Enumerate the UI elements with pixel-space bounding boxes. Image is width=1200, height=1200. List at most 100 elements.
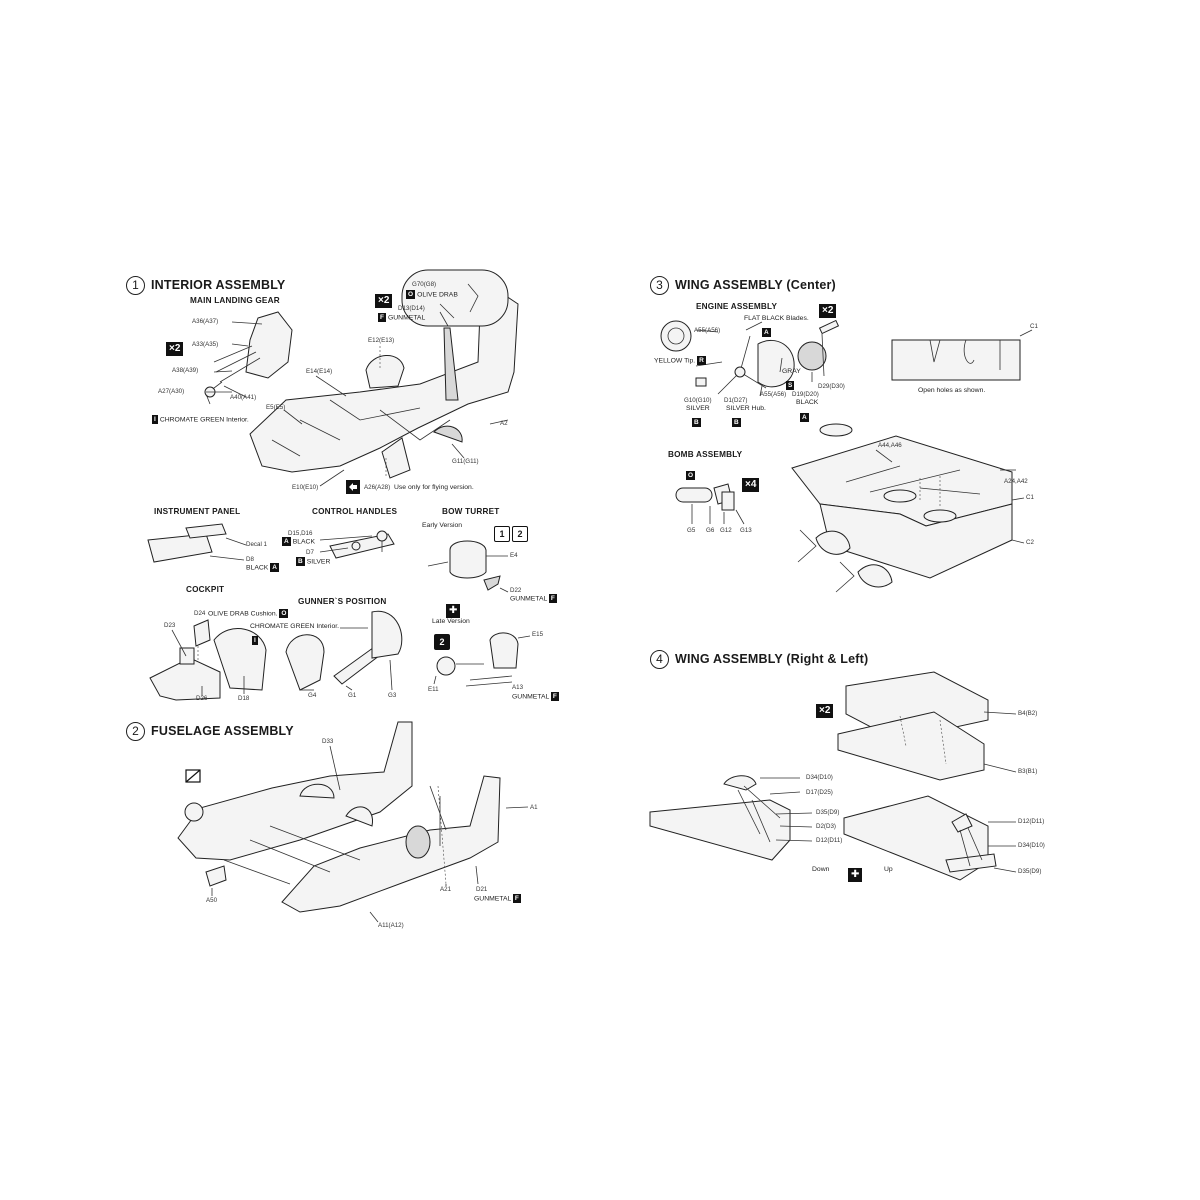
control-handles-label: CONTROL HANDLES — [312, 507, 398, 516]
part-label: A24,A42 — [1004, 478, 1028, 485]
part-label: G11(G11) — [452, 458, 479, 465]
part-label: A33(A35) — [192, 341, 219, 348]
part-label: D12(D11) — [816, 837, 843, 844]
step-3-title: 3 WING ASSEMBLY (Center) — [650, 276, 836, 295]
part-label: G4 — [308, 692, 317, 699]
up-label: Up — [884, 866, 893, 873]
part-label: D26 — [196, 695, 208, 702]
fuselage-assembly-drawing — [177, 721, 529, 923]
part-label: D1(D27) — [724, 397, 748, 404]
part-label: A27(A30) — [158, 388, 185, 395]
part-label: C1 — [1026, 494, 1034, 501]
wing-panel-detail-drawing — [891, 329, 1033, 381]
yellow-tip-label: YELLOW Tip. R — [654, 356, 706, 365]
wing-quantity-badge: ×2 — [816, 700, 834, 718]
control-handles-drawing — [319, 530, 395, 559]
chromate-green-interior-label: CHROMATE GREEN Interior. — [250, 623, 340, 630]
turret-option-2-icon: 2 — [512, 524, 528, 542]
interior-quantity-badge: ×2 — [375, 290, 393, 308]
part-label: D34(D10) — [806, 774, 833, 781]
flat-black-blades-label: FLAT BLACK Blades. — [744, 315, 809, 322]
part-label: G70(G8) — [412, 281, 437, 288]
part-label: D18 — [238, 695, 250, 702]
part-label: D21 — [476, 886, 488, 893]
part-label: D22 — [510, 587, 522, 594]
down-label: Down — [812, 866, 830, 873]
part-label: D29(D30) — [818, 383, 845, 390]
part-label: D15,D16 — [288, 530, 313, 537]
step-2-title: 2 FUSELAGE ASSEMBLY — [126, 722, 294, 741]
black-paint-label: BLACK A — [246, 563, 279, 572]
olive-drab-callout-bubble — [401, 269, 509, 401]
landing-gear-quantity-badge: ×2 — [166, 338, 184, 356]
part-label: G12 — [720, 527, 732, 534]
part-label: G6 — [706, 527, 715, 534]
silver-badge: B — [692, 418, 701, 428]
part-label: G10(G10) — [684, 397, 712, 404]
glue-direction-icon: ✚ — [848, 864, 863, 882]
part-label: D19(D20) — [792, 391, 819, 398]
black-badge: A — [762, 328, 771, 338]
part-label: G5 — [687, 527, 696, 534]
center-wing-assembly-drawing — [791, 423, 1025, 593]
part-label: C2 — [1026, 539, 1034, 546]
part-label: D23 — [164, 622, 176, 629]
part-label: D13(D14) — [398, 305, 425, 312]
turret-option-1-icon: 1 — [494, 524, 510, 542]
part-label: C1 — [1030, 323, 1038, 330]
part-label: B4(B2) — [1018, 710, 1038, 717]
part-label: E10(E10) — [292, 484, 319, 491]
part-label: E5(E5) — [266, 404, 286, 411]
gunners-position-drawing — [285, 610, 403, 691]
instrument-panel-label: INSTRUMENT PANEL — [154, 507, 241, 516]
chromate-badge: I — [252, 636, 258, 646]
part-label: D35(D9) — [816, 809, 840, 816]
part-label: A1 — [530, 804, 538, 811]
silver-hub-label: SILVER Hub. — [726, 405, 766, 412]
interior-fuselage-drawing — [249, 291, 519, 487]
gray-badge: S — [786, 381, 795, 391]
cockpit-label: COCKPIT — [186, 585, 225, 594]
engine-quantity-badge: ×2 — [819, 300, 837, 318]
bomb-assembly-label: BOMB ASSEMBLY — [668, 450, 743, 459]
step-3-title-text: WING ASSEMBLY (Center) — [675, 277, 836, 292]
step-3-number: 3 — [650, 276, 669, 295]
bomb-assembly-drawing — [675, 483, 745, 525]
silver-paint-label: SILVER — [686, 405, 710, 412]
part-label: A11(A12) — [378, 922, 404, 929]
part-label: A21 — [440, 886, 452, 893]
part-label: E11 — [428, 686, 439, 693]
main-landing-gear-label: MAIN LANDING GEAR — [190, 296, 280, 305]
step-2-number: 2 — [126, 722, 145, 741]
outer-wing-left-drawing — [649, 775, 813, 861]
part-label: G3 — [388, 692, 397, 699]
gunmetal-label: GUNMETAL F — [510, 594, 557, 603]
gunmetal-label: GUNMETAL F — [512, 692, 559, 701]
engine-assembly-drawing — [660, 319, 840, 397]
olive-drab-badge: O — [686, 471, 696, 481]
step-1-title-text: INTERIOR ASSEMBLY — [151, 277, 286, 292]
step-2-title-text: FUSELAGE ASSEMBLY — [151, 723, 294, 738]
step-4-number: 4 — [650, 650, 669, 669]
late-version-glue-icon: ✚ — [446, 600, 461, 618]
part-label: D33 — [322, 738, 334, 745]
part-label: A44,A46 — [878, 442, 902, 449]
bow-turret-label: BOW TURRET — [442, 507, 500, 516]
outer-wing-upper-drawing — [837, 671, 1017, 781]
part-label: E14(E14) — [306, 368, 333, 375]
cockpit-drawing — [149, 619, 267, 701]
part-label: G1 — [348, 692, 357, 699]
bow-turret-drawing — [427, 540, 531, 687]
part-label: A2 — [500, 420, 508, 427]
early-version-label: Early Version — [422, 522, 463, 529]
part-label: D17(D25) — [806, 789, 833, 796]
